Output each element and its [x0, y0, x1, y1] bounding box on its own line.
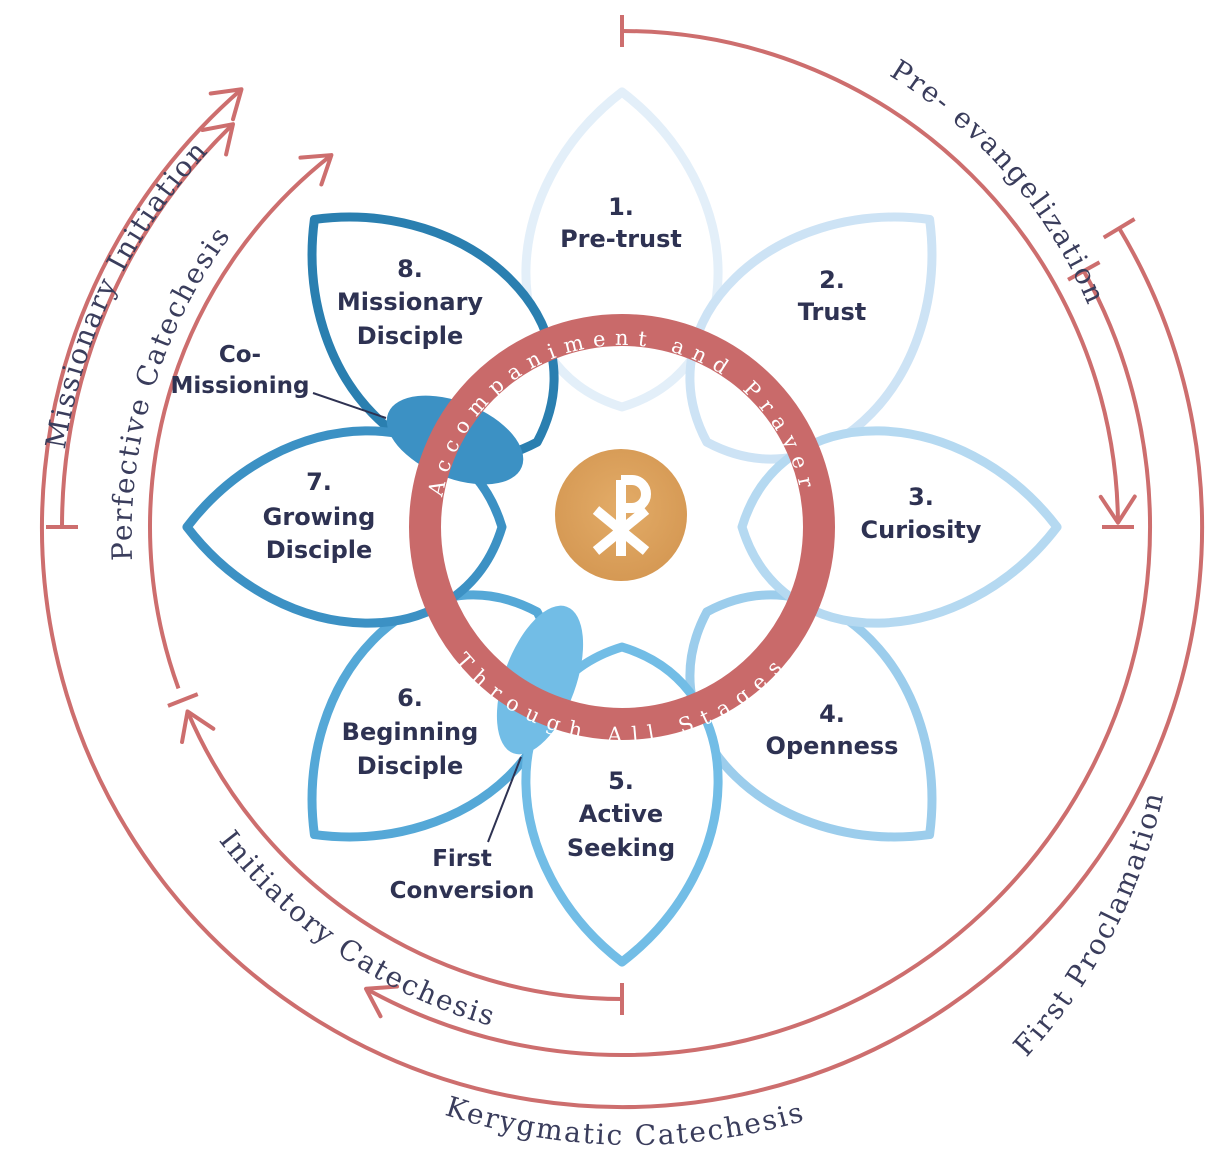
chi-rho-icon	[555, 449, 687, 581]
initiatory-catechesis-arc	[185, 710, 623, 1001]
stage-1-label: Pre-trust	[560, 225, 682, 253]
arc-arrows-layer	[40, 15, 1204, 1109]
stage-7-label-line2: Disciple	[266, 536, 373, 564]
stage-3-label: Curiosity	[861, 516, 982, 544]
initiatory-catechesis-arrowhead	[180, 709, 216, 745]
stage-7-label-line1: Growing	[263, 503, 376, 531]
co-missioning-label-line1: Co-	[219, 342, 261, 368]
stage-1-number: 1.	[608, 193, 634, 221]
pre-evangelization-arrowhead	[1098, 494, 1137, 525]
kerygmatic-catechesis-label: Kerygmatic Catechesis	[442, 1090, 808, 1152]
first-proclamation-label: First Proclamation	[1007, 788, 1171, 1063]
stage-5-number: 5.	[608, 767, 634, 795]
stage-6-number: 6.	[397, 684, 423, 712]
stage-6-label-line1: Beginning	[342, 718, 479, 746]
first-conversion-label-line2: Conversion	[390, 878, 535, 904]
first-conversion-leader-line	[487, 756, 522, 843]
kerygmatic-catechesis-arc	[40, 87, 1204, 1109]
stage-5-label-line1: Active	[579, 800, 663, 828]
co-missioning-leader-line	[312, 392, 387, 419]
petal-stage-2	[685, 212, 937, 464]
pre-evangelization-arc	[621, 29, 1120, 523]
stage-2-label: Trust	[798, 298, 866, 326]
stage-labels: 1. Pre-trust 2. Trust 3. Curiosity 4. Op…	[263, 193, 982, 862]
perfective-catechesis-arc	[148, 153, 333, 690]
missionary-initiation-arrowhead	[200, 122, 235, 157]
annotations: Co- Missioning First Conversion	[171, 342, 535, 904]
stage-4-number: 4.	[819, 700, 845, 728]
kerygmatic-catechesis-start-tick	[1102, 217, 1136, 240]
stage-3-number: 3.	[908, 483, 934, 511]
co-missioning-label-line2: Missioning	[171, 373, 310, 399]
stage-8-label-line2: Disciple	[357, 322, 464, 350]
perfective-catechesis-start-tick	[167, 692, 199, 708]
first-proclamation-start-tick	[1067, 260, 1101, 282]
missionary-initiation-arc	[60, 122, 235, 528]
stage-7-number: 7.	[306, 468, 332, 496]
first-proclamation-arrowhead	[364, 984, 400, 1019]
first-conversion-label-line1: First	[432, 846, 492, 872]
kerygmatic-catechesis-arrowhead	[208, 87, 244, 122]
stage-8-number: 8.	[397, 255, 423, 283]
stage-5-label-line2: Seeking	[567, 834, 675, 862]
perfective-catechesis-arrowhead	[298, 153, 334, 187]
stage-2-number: 2.	[819, 266, 845, 294]
first-proclamation-arc	[365, 270, 1152, 1057]
stage-6-label-line2: Disciple	[357, 752, 464, 780]
ring-circle	[409, 314, 835, 740]
stage-4-label: Openness	[766, 732, 899, 760]
stage-8-label-line1: Missionary	[337, 288, 484, 316]
